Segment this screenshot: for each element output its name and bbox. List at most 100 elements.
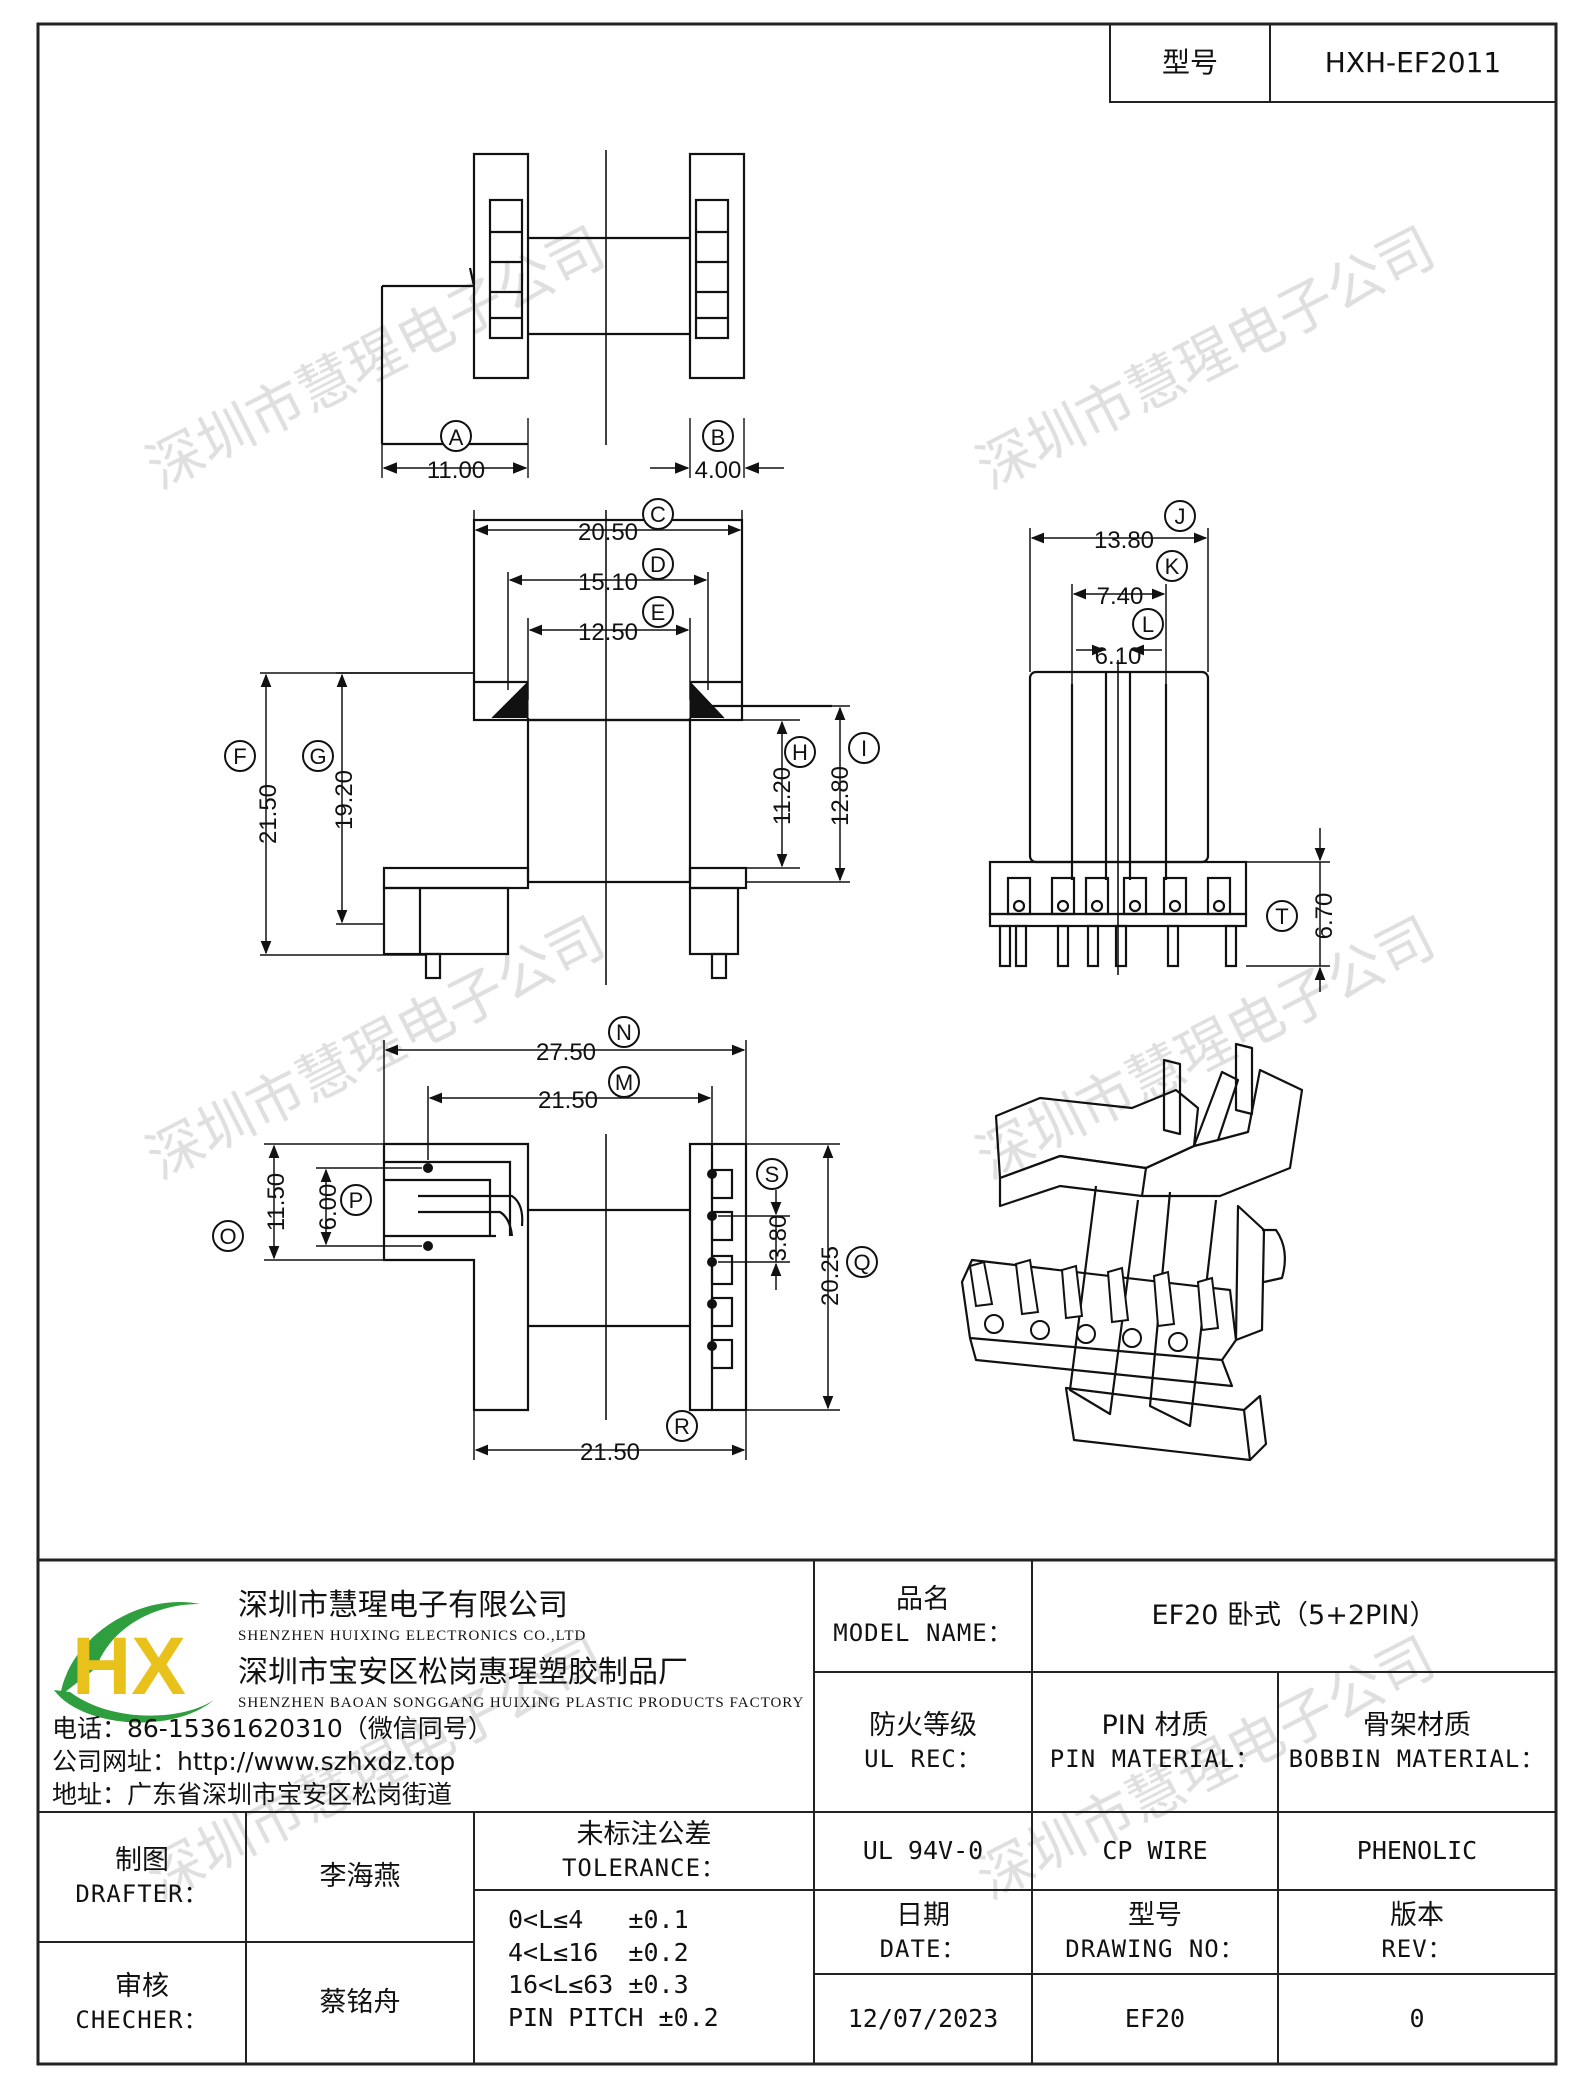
watermark-4: 深圳市慧瑆电子公司 bbox=[967, 906, 1445, 1191]
dim-B-letter: B bbox=[711, 425, 726, 450]
dim-R: R 21.50 bbox=[580, 1410, 698, 1466]
drawing-no-label: 型号 DRAWING NO： bbox=[1032, 1890, 1278, 1974]
header-model-value: HXH-EF2011 bbox=[1324, 46, 1502, 80]
company-phone: 电话：86-15361620310（微信同号） bbox=[52, 1714, 493, 1743]
rev-label-en: REV： bbox=[1381, 1934, 1453, 1963]
watermark-1: 深圳市慧瑆电子公司 bbox=[137, 216, 615, 501]
factory-name-cn: 深圳市宝安区松岗惠瑆塑胶制品厂 bbox=[238, 1655, 688, 1690]
date-label: 日期 DATE： bbox=[814, 1890, 1032, 1974]
dim-I-value: 12.80 bbox=[827, 766, 854, 826]
checker-label-en: CHECHER： bbox=[75, 2005, 209, 2034]
dim-O-letter: O bbox=[219, 1224, 236, 1249]
checker-label-cn: 审核 bbox=[115, 1971, 169, 2003]
dim-I-letter: I bbox=[861, 736, 867, 761]
dim-J-value: 13.80 bbox=[1094, 527, 1154, 554]
factory-name-en: SHENZHEN BAOAN SONGGANG HUIXING PLASTIC … bbox=[238, 1695, 805, 1711]
dim-M-value: 21.50 bbox=[538, 1087, 598, 1114]
dim-N-letter: N bbox=[616, 1020, 632, 1045]
outer-frame bbox=[36, 22, 1558, 2066]
dim-D: 15.10 D bbox=[578, 548, 674, 596]
date-value: 12/07/2023 bbox=[847, 2004, 999, 2033]
dim-T: T 6.70 bbox=[1266, 893, 1338, 940]
model-name-label-en: MODEL NAME： bbox=[833, 1618, 1013, 1647]
dim-G-value: 19.20 bbox=[331, 770, 358, 830]
pin-material-label: PIN 材质 PIN MATERIAL： bbox=[1032, 1672, 1278, 1812]
dim-H: H 11.20 bbox=[769, 736, 816, 825]
dim-N-value: 27.50 bbox=[536, 1039, 596, 1066]
dim-A-letter: A bbox=[449, 425, 464, 450]
dim-C: 20.50 C bbox=[578, 498, 674, 546]
rev-value: 0 bbox=[1409, 2004, 1425, 2033]
tolerance-row: 4<L≤16 ±0.2 bbox=[508, 1937, 689, 1967]
dim-S-value: 3.80 bbox=[765, 1215, 792, 1262]
logo-swoosh-icon bbox=[60, 1602, 200, 1696]
dim-E-value: 12.50 bbox=[578, 619, 638, 646]
company-logo: HX bbox=[54, 1602, 214, 1723]
header-box bbox=[1109, 23, 1557, 103]
model-name-label-cn: 品名 bbox=[896, 1584, 950, 1616]
dim-D-letter: D bbox=[650, 552, 666, 577]
view-top bbox=[380, 150, 784, 478]
bottom-view-pins bbox=[423, 1163, 717, 1351]
dim-F-value: 21.50 bbox=[255, 784, 282, 844]
dim-N: 27.50 N bbox=[536, 1016, 640, 1066]
drawing-no-label-en: DRAWING NO： bbox=[1065, 1934, 1245, 1963]
date-label-cn: 日期 bbox=[896, 1900, 950, 1932]
company-name-en: SHENZHEN HUIXING ELECTRONICS CO.,LTD bbox=[238, 1628, 587, 1644]
dim-B-value: 4.00 bbox=[695, 457, 742, 484]
isometric-pins bbox=[968, 1258, 1220, 1352]
company-info: 深圳市慧瑆电子有限公司 SHENZHEN HUIXING ELECTRONICS… bbox=[238, 1580, 808, 1712]
bobbin-material-value: PHENOLIC bbox=[1356, 1836, 1478, 1865]
company-address: 地址：广东省深圳市宝安区松岗街道 bbox=[52, 1780, 453, 1809]
dim-M-letter: M bbox=[615, 1070, 633, 1095]
tolerance-label-en: TOLERANCE： bbox=[561, 1853, 727, 1882]
dim-D-value: 15.10 bbox=[578, 569, 638, 596]
dim-C-value: 20.50 bbox=[578, 519, 638, 546]
drafter-value: 李海燕 bbox=[319, 1860, 401, 1892]
model-name-value: EF20 卧式（5+2PIN） bbox=[1151, 1599, 1437, 1631]
tolerance-label-cn: 未标注公差 bbox=[576, 1819, 712, 1851]
dim-J-letter: J bbox=[1175, 504, 1186, 529]
header-model-label: 型号 bbox=[1161, 46, 1218, 80]
dim-H-letter: H bbox=[792, 740, 808, 765]
dim-E: 12.50 E bbox=[578, 596, 674, 646]
dim-G-letter: G bbox=[309, 744, 326, 769]
title-block-grid bbox=[38, 1560, 1556, 2064]
dim-Q: Q 20.25 bbox=[817, 1246, 878, 1306]
drafter-label-en: DRAFTER： bbox=[75, 1879, 209, 1908]
model-name-label: 品名 MODEL NAME： bbox=[814, 1560, 1032, 1672]
dim-H-value: 11.20 bbox=[769, 767, 796, 825]
ul-rec-label-cn: 防火等级 bbox=[869, 1710, 977, 1742]
ul-rec-value: UL 94V-0 bbox=[862, 1836, 984, 1865]
bobbin-material-label-en: BOBBIN MATERIAL： bbox=[1288, 1744, 1546, 1773]
dim-R-letter: R bbox=[674, 1414, 690, 1439]
drafter-label-cn: 制图 bbox=[115, 1845, 169, 1877]
dim-S: S 3.80 bbox=[756, 1158, 792, 1262]
dim-S-letter: S bbox=[765, 1162, 780, 1187]
dim-I: I 12.80 bbox=[827, 732, 880, 826]
dim-A: A 11.00 bbox=[427, 420, 485, 484]
dim-O: O 11.50 bbox=[212, 1173, 290, 1252]
dim-O-value: 11.50 bbox=[263, 1173, 290, 1231]
ul-rec-label-en: UL REC： bbox=[864, 1744, 982, 1773]
pin-material-value: CP WIRE bbox=[1102, 1836, 1208, 1865]
dim-P-letter: P bbox=[349, 1188, 364, 1213]
logo-letters: HX bbox=[72, 1621, 186, 1712]
dim-T-value: 6.70 bbox=[1311, 893, 1338, 940]
dim-F: F 21.50 bbox=[224, 740, 282, 844]
dim-E-letter: E bbox=[651, 600, 666, 625]
date-label-en: DATE： bbox=[879, 1934, 967, 1963]
logo-arc-icon bbox=[54, 1690, 214, 1723]
pin-material-label-en: PIN MATERIAL： bbox=[1049, 1744, 1261, 1773]
dim-B: B 4.00 bbox=[695, 420, 742, 484]
dim-K-value: 7.40 bbox=[1097, 583, 1144, 610]
dim-L-letter: L bbox=[1142, 612, 1154, 637]
view-side bbox=[988, 660, 1248, 975]
dim-G: G 19.20 bbox=[302, 740, 358, 830]
dim-P-value: 6.00 bbox=[315, 1184, 342, 1231]
checker-label: 审核 CHECHER： bbox=[38, 1942, 246, 2064]
bobbin-material-label-cn: 骨架材质 bbox=[1363, 1710, 1471, 1742]
drawing-no-label-cn: 型号 bbox=[1128, 1900, 1182, 1932]
drawing-no-value: EF20 bbox=[1124, 2004, 1186, 2033]
side-view-dim-lines bbox=[1029, 528, 1330, 992]
